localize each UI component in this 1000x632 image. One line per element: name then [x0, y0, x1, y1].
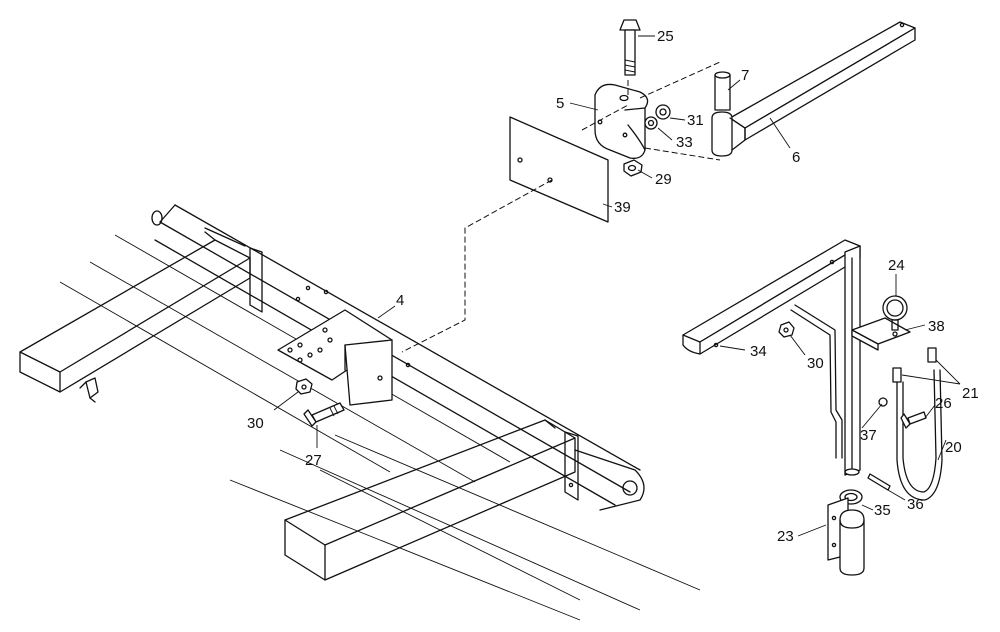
part-30-nut-left: [295, 378, 313, 395]
callout-6: 6: [792, 149, 800, 166]
callout-25: 25: [657, 28, 674, 45]
part-34-support-arm: [682, 239, 861, 476]
part-20-u-tube: [896, 369, 943, 501]
part-24-gauge: [882, 295, 908, 331]
part-37-nut: [878, 397, 888, 407]
trailer-frame: [19, 204, 701, 621]
callout-34: 34: [750, 343, 767, 360]
assembly-line-top: [639, 61, 721, 99]
callout-39: 39: [614, 199, 631, 216]
callout-35: 35: [874, 502, 891, 519]
callout-38: 38: [928, 318, 945, 335]
callout-37: 37: [860, 427, 877, 444]
part-31-nut: [655, 104, 671, 120]
callout-23: 23: [777, 528, 794, 545]
callout-33: 33: [676, 134, 693, 151]
callout-36: 36: [907, 496, 924, 513]
part-38-gauge-bracket: [851, 317, 911, 351]
part-7-bushing: [714, 71, 731, 111]
part-25-bolt: [619, 19, 641, 76]
callout-21: 21: [962, 385, 979, 402]
part-30-nut-right: [778, 321, 795, 338]
part-4-mounting-bracket: [277, 309, 411, 406]
part-36-pin: [867, 473, 891, 491]
callout-24: 24: [888, 257, 905, 274]
part-29-nut: [623, 159, 643, 177]
callout-4: 4: [396, 292, 404, 309]
callout-labels: 25 7 5 31 33 6 29 39 4 30 27 24 38 34 30…: [247, 28, 979, 545]
callout-7: 7: [741, 67, 749, 84]
assembly-line-plate-to-bracket: [401, 179, 553, 353]
callout-30-right: 30: [807, 355, 824, 372]
part-27-bolt: [303, 402, 345, 427]
callout-5: 5: [556, 95, 564, 112]
strap-bar: [790, 304, 843, 459]
part-23-hinge: [827, 497, 865, 576]
assembly-line-lower: [644, 147, 721, 161]
part-26-bolt: [900, 411, 927, 429]
part-5-clamp-block: [594, 83, 649, 159]
callout-29: 29: [655, 171, 672, 188]
callout-27: 27: [305, 452, 322, 469]
part-21-fittings: [892, 347, 937, 383]
leader-lines: [273, 35, 961, 537]
callout-30-left: 30: [247, 415, 264, 432]
part-33-washer: [644, 116, 658, 130]
callout-26: 26: [935, 395, 952, 412]
part-6-arm: [711, 21, 916, 157]
callout-20: 20: [945, 439, 962, 456]
callout-31: 31: [687, 112, 704, 129]
part-39-plate: [509, 116, 609, 223]
